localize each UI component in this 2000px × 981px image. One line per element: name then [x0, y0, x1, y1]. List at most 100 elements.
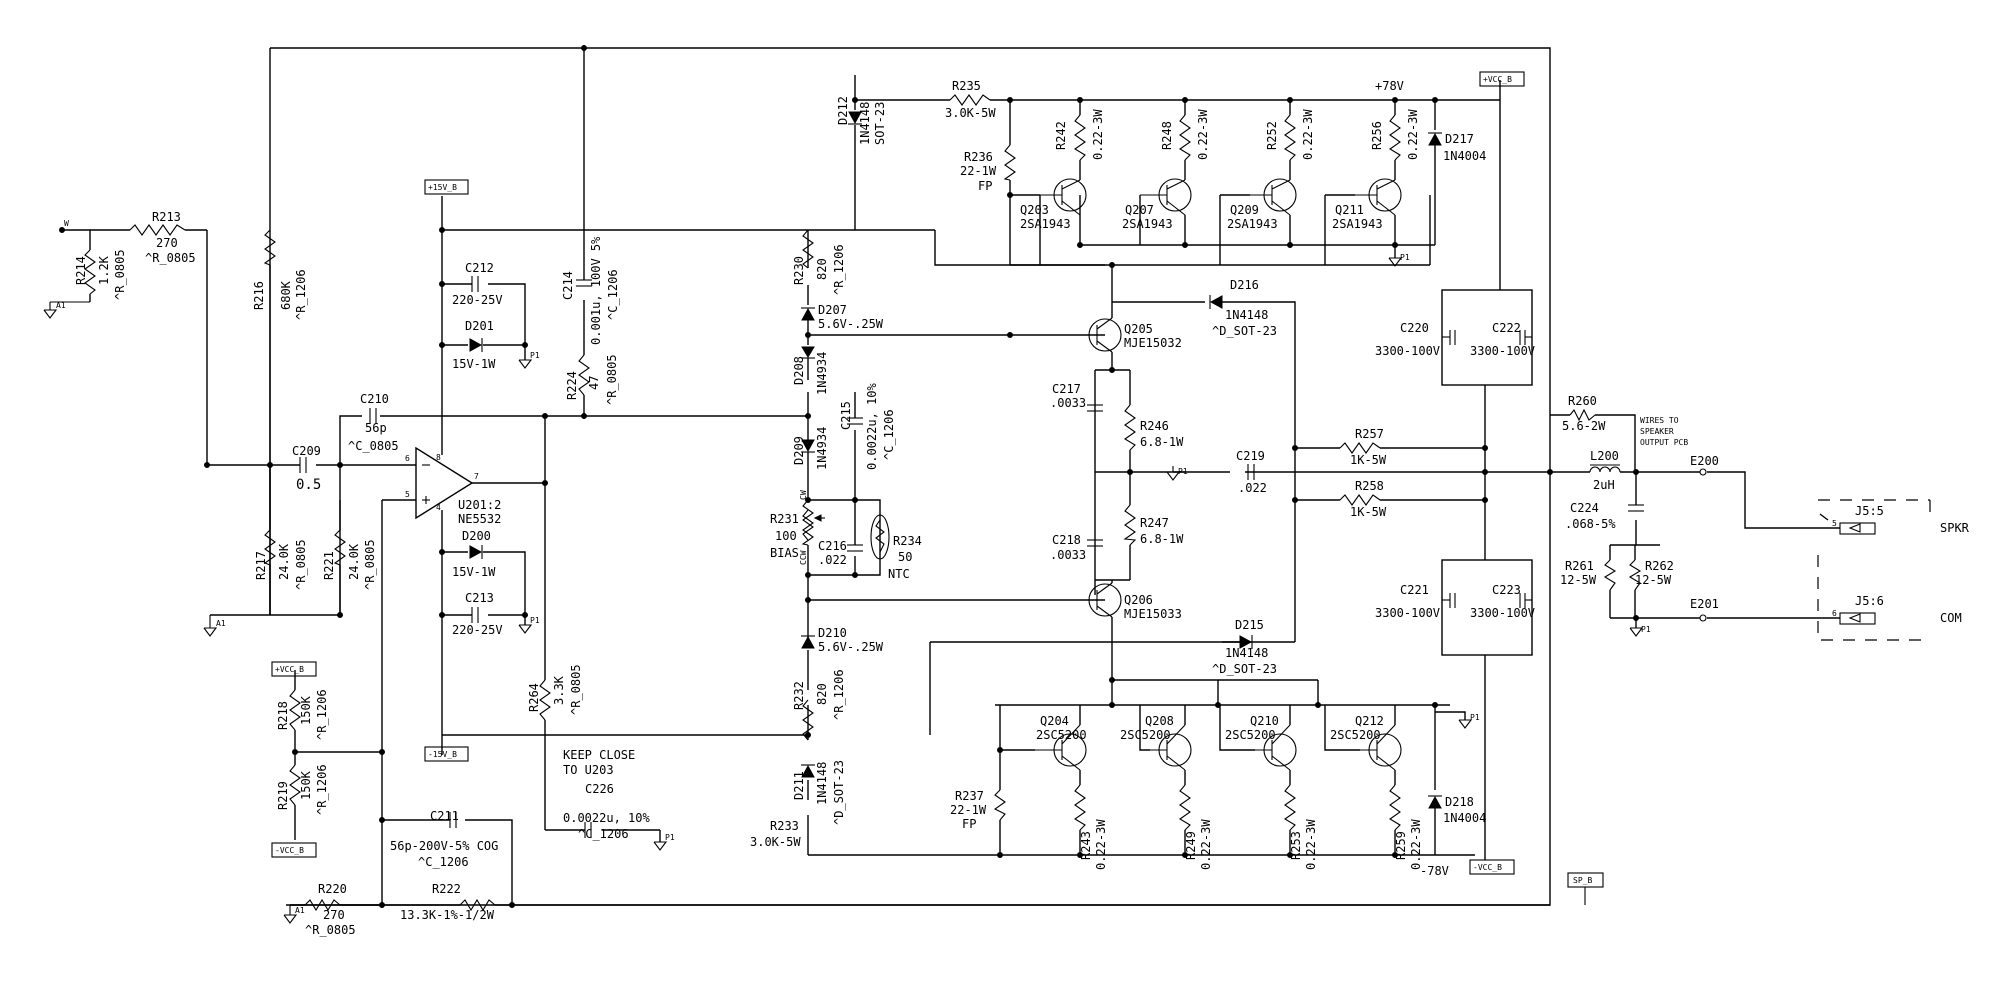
label-q210-value: 2SC5200: [1225, 728, 1276, 742]
label-r217-footprint: ^R_0805: [294, 539, 308, 590]
label-r213-footprint: ^R_0805: [145, 251, 196, 265]
label-r232-footprint: ^R_1206: [832, 669, 846, 720]
label-spkr: SPKR: [1940, 521, 1970, 535]
label-c213-ref: C213: [465, 591, 494, 605]
label-r213-value: 270: [156, 236, 178, 250]
opamp-value: NE5532: [458, 512, 501, 526]
label-l200-ref: L200: [1590, 449, 1619, 463]
label-r249-ref: R249: [1184, 831, 1198, 860]
label-c217-ref: C217: [1052, 382, 1081, 396]
label-d207-ref: D207: [818, 303, 847, 317]
label-c223-ref: C223: [1492, 583, 1521, 597]
label-r234-ref: R234: [893, 534, 922, 548]
label-q208-ref: Q208: [1145, 714, 1174, 728]
label-q210-ref: Q210: [1250, 714, 1279, 728]
label-q207-value: 2SA1943: [1122, 217, 1173, 231]
label-r256-ref: R256: [1370, 121, 1384, 150]
label-q205-ref: Q205: [1124, 322, 1153, 336]
label-r236-ref: R236: [964, 150, 993, 164]
ground-p1-label: P1: [530, 351, 540, 360]
label-q212-ref: Q212: [1355, 714, 1384, 728]
label-q207-ref: Q207: [1125, 203, 1154, 217]
label-r219-footprint: ^R_1206: [315, 764, 329, 815]
label-e200: E200: [1690, 454, 1719, 468]
ground-p1-label: P1: [530, 616, 540, 625]
label-c215-value: 0.0022u, 10%: [865, 383, 879, 470]
label-r247-ref: R247: [1140, 516, 1169, 530]
label-com: COM: [1940, 611, 1962, 625]
label-c226-footprint: ^C_1206: [578, 827, 629, 841]
label-d215-ref: D215: [1235, 618, 1264, 632]
label-r259-value: 0.22-3W: [1409, 819, 1423, 870]
label-r220-ref: R220: [318, 882, 347, 896]
label-q204-ref: Q204: [1040, 714, 1069, 728]
capacitor-symbols: [299, 276, 1644, 838]
label-r218-ref: R218: [276, 701, 290, 730]
label-r213-ref: R213: [152, 210, 181, 224]
label-c210-footprint: ^C_0805: [348, 439, 399, 453]
label-plus78: +78V: [1375, 79, 1404, 93]
label-r224-ref: R224: [565, 371, 579, 400]
label-e201: E201: [1690, 597, 1719, 611]
label-d209-value: 1N4934: [815, 427, 829, 470]
label-r257-ref: R257: [1355, 427, 1384, 441]
label-c219-value: .022: [1238, 481, 1267, 495]
label-d208-ref: D208: [792, 356, 806, 385]
label-r262-ref: R262: [1645, 559, 1674, 573]
port-mvccb: -VCC_B: [275, 846, 304, 855]
label-j56: J5:6: [1855, 594, 1884, 608]
opamp-u201: 6 5 7 8 4 U201:2 NE5532: [405, 446, 501, 526]
label-d201-value: 15V-1W: [452, 357, 496, 371]
label-q208-value: 2SC5200: [1120, 728, 1171, 742]
label-c210-value: 56p: [365, 421, 387, 435]
label-r248-ref: R248: [1160, 121, 1174, 150]
pin-label: 4: [436, 503, 441, 512]
label-r221-footprint: ^R_0805: [363, 539, 377, 590]
label-c224-value: .068-5%: [1565, 517, 1616, 531]
label-r220-footprint: ^R_0805: [305, 923, 356, 937]
label-c220-ref: C220: [1400, 321, 1429, 335]
ground-p1-label: P1: [1400, 253, 1410, 262]
label-r222-ref: R222: [432, 882, 461, 896]
label-d218-ref: D218: [1445, 795, 1474, 809]
label-c212-value: 220-25V: [452, 293, 503, 307]
ground-a1-label: A1: [56, 301, 66, 310]
port-pvccb: +VCC_B: [275, 665, 304, 674]
label-r259-ref: R259: [1394, 831, 1408, 860]
label-c223-value: 3300-100V: [1470, 606, 1535, 620]
label-r232-ref: R232: [792, 681, 806, 710]
label-c218-ref: C218: [1052, 533, 1081, 547]
label-r236-value: 22-1W: [960, 164, 997, 178]
label-r217-value: 24.0K: [277, 543, 291, 580]
label-r256-value: 0.22-3W: [1406, 109, 1420, 160]
label-r260-value: 5.6-2W: [1562, 419, 1606, 433]
label-c211-ref: C211: [430, 809, 459, 823]
label-r221-value: 24.0K: [347, 543, 361, 580]
label-c216-ref: C216: [818, 539, 847, 553]
label-wires-1: WIRES TO: [1640, 416, 1679, 425]
label-c213-value: 220-25V: [452, 623, 503, 637]
label-c209-value: 0.5: [296, 477, 321, 493]
label-c220-value: 3300-100V: [1375, 344, 1440, 358]
label-d211-ref: D211: [792, 771, 806, 800]
label-r220-value: 270: [323, 908, 345, 922]
label-r258-value: 1K-5W: [1350, 505, 1387, 519]
label-r243-ref: R243: [1079, 831, 1093, 860]
label-r214-value: 1.2K: [97, 255, 111, 285]
label-r214-footprint: ^R_0805: [113, 249, 127, 300]
label-c215-ref: C215: [839, 401, 853, 430]
label-r231-value: 100: [775, 529, 797, 543]
label-r252-ref: R252: [1265, 121, 1279, 150]
label-c212-ref: C212: [465, 261, 494, 275]
port-mvccb-right: -VCC_B: [1473, 863, 1502, 872]
label-r219-ref: R219: [276, 781, 290, 810]
port-spb: SP_B: [1573, 876, 1592, 885]
label-c211-value: 56p-200V-5% COG: [390, 839, 498, 853]
label-c226-ref: C226: [585, 782, 614, 796]
label-d200-value: 15V-1W: [452, 565, 496, 579]
label-d215-footprint: ^D_SOT-23: [1212, 662, 1277, 676]
pin-label: 7: [474, 472, 479, 481]
label-q203-value: 2SA1943: [1020, 217, 1071, 231]
label-c209-ref: C209: [292, 444, 321, 458]
